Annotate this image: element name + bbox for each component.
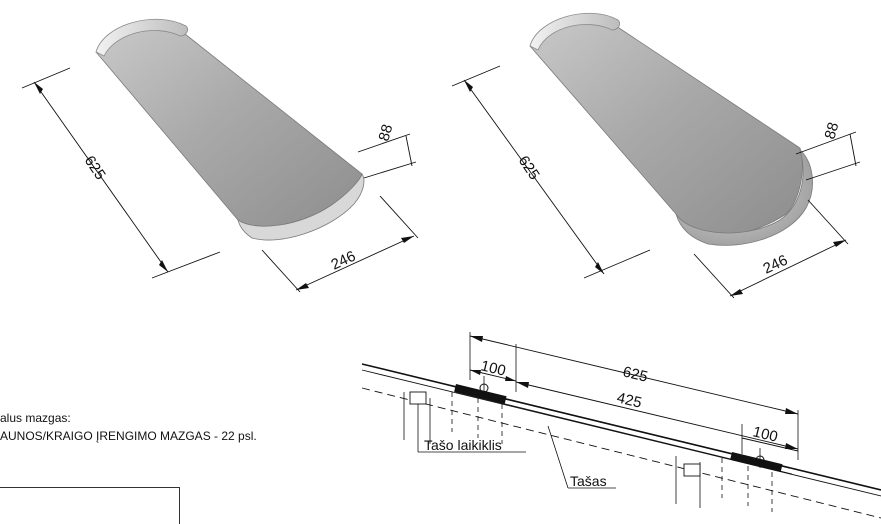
tile-2-width-label: 246 bbox=[761, 252, 791, 278]
tile-2-closed-end bbox=[675, 148, 813, 246]
overall-length-label: 625 bbox=[621, 363, 649, 385]
tile-2-rim bbox=[529, 12, 620, 51]
overlap-left-label: 100 bbox=[479, 357, 507, 379]
tile-1-height-label: 88 bbox=[376, 122, 397, 143]
inner-length-label: 425 bbox=[615, 389, 643, 411]
tile-1-rim bbox=[95, 18, 188, 57]
tile-2-height-label: 88 bbox=[822, 120, 843, 141]
title-block-frame bbox=[0, 487, 180, 524]
tile-1 bbox=[95, 18, 365, 241]
tile-2-length-label: 625 bbox=[515, 153, 543, 183]
batten-label: Tašas bbox=[570, 473, 607, 489]
tile-1-dimensions bbox=[21, 67, 419, 293]
ridge-section bbox=[361, 332, 881, 519]
tile-1-body bbox=[95, 24, 363, 237]
tile-2 bbox=[529, 12, 813, 246]
tile-1-length-label: 625 bbox=[81, 153, 109, 183]
note-line-2: AUNOS/KRAIGO ĮRENGIMO MAZGAS - 22 psl. bbox=[0, 429, 257, 443]
tile-holder-label: Tašo laikiklis bbox=[424, 437, 502, 453]
tile-1-open-end bbox=[237, 173, 365, 241]
overlap-right-label: 100 bbox=[751, 423, 779, 445]
note-line-1: alus mazgas: bbox=[0, 411, 71, 425]
tile-2-body bbox=[529, 17, 803, 239]
tile-1-width-label: 246 bbox=[329, 248, 359, 274]
tile-2-dimensions bbox=[451, 65, 861, 299]
